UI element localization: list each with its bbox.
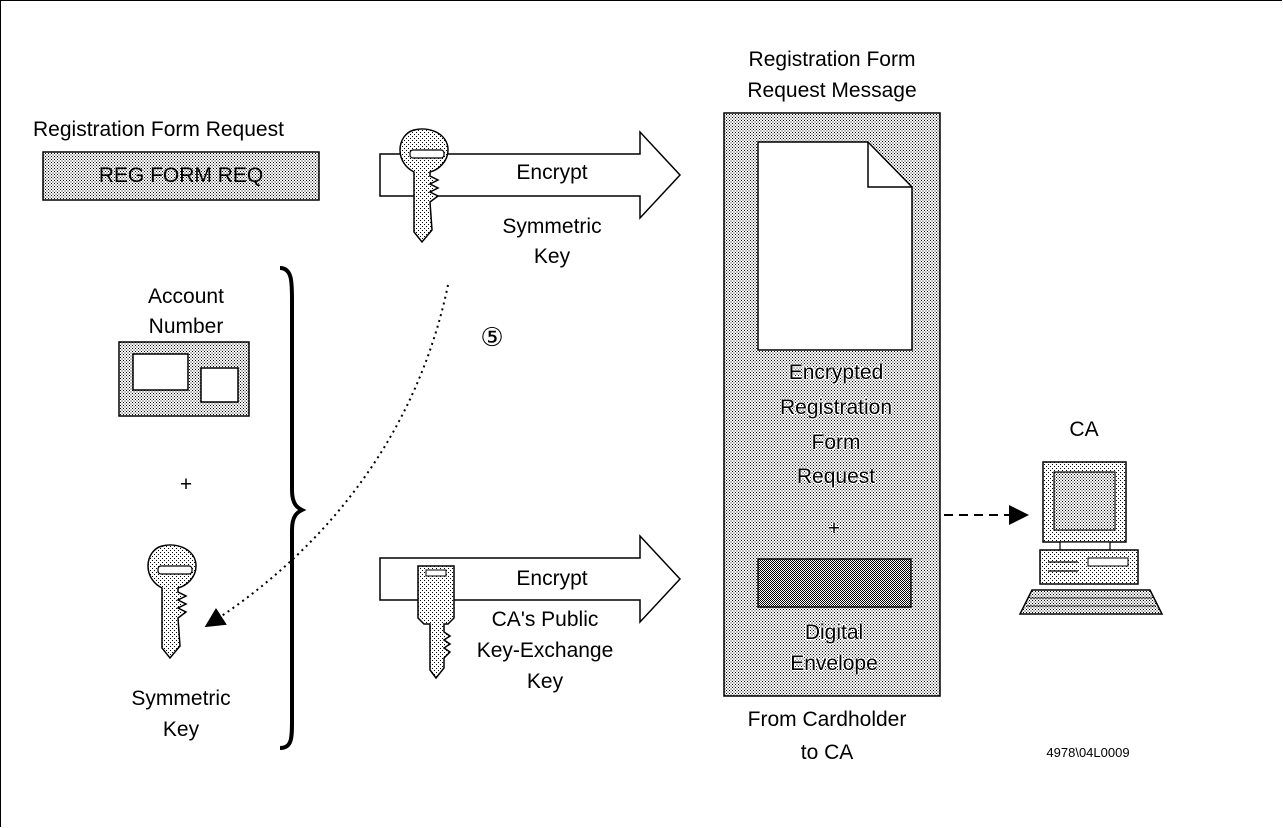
plus-left: + xyxy=(179,473,193,496)
step-5-marker: ⑤ xyxy=(480,322,504,352)
encrypted-request-label-4: Request xyxy=(796,465,876,488)
card-chip-large xyxy=(132,353,189,391)
digital-envelope-label-2: Envelope xyxy=(790,652,878,675)
ca-public-key-icon xyxy=(417,565,455,680)
message-title-1: Registration Form xyxy=(748,48,916,71)
card-chip-small xyxy=(200,367,239,403)
ca-public-key-label-1: CA's Public xyxy=(491,608,599,631)
reg-form-request-title: Registration Form Request xyxy=(33,118,284,141)
plus-center: + xyxy=(827,517,841,540)
symmetric-key-label-top-1: Symmetric xyxy=(502,215,602,238)
symmetric-key-label-bottom-2: Key xyxy=(162,718,200,741)
ca-computer-icon xyxy=(1018,461,1164,615)
from-cardholder-label-2: to CA xyxy=(800,741,854,764)
account-number-label-2: Number xyxy=(148,315,224,338)
encrypt-label-bottom: Encrypt xyxy=(516,567,588,590)
document-icon xyxy=(757,141,913,351)
encrypted-request-label-2: Registration xyxy=(779,396,893,419)
symmetric-key-icon-top xyxy=(399,128,449,244)
ca-public-key-label-3: Key xyxy=(526,670,564,693)
reg-form-req-box xyxy=(42,151,320,201)
digital-envelope-bar xyxy=(757,558,912,608)
digital-envelope-label-1: Digital xyxy=(804,621,864,644)
from-cardholder-label-1: From Cardholder xyxy=(747,708,907,731)
encrypted-request-label-1: Encrypted xyxy=(788,361,884,384)
ca-label: CA xyxy=(1069,418,1099,441)
message-title-2: Request Message xyxy=(747,79,917,102)
encrypt-label-top: Encrypt xyxy=(516,161,588,184)
symmetric-key-label-top-2: Key xyxy=(533,245,571,268)
reg-form-req-label: REG FORM REQ xyxy=(98,164,264,187)
document-fold xyxy=(867,142,912,188)
ca-public-key-label-2: Key-Exchange xyxy=(476,639,614,662)
encrypted-request-label-3: Form xyxy=(811,431,861,454)
symmetric-key-icon-bottom xyxy=(147,544,197,660)
grouping-bracket xyxy=(279,266,307,750)
dotted-curve-arrow xyxy=(204,284,449,628)
account-number-label-1: Account xyxy=(148,285,224,308)
figure-id: 4978\04L0009 xyxy=(1046,745,1130,760)
symmetric-key-label-bottom-1: Symmetric xyxy=(131,687,231,710)
